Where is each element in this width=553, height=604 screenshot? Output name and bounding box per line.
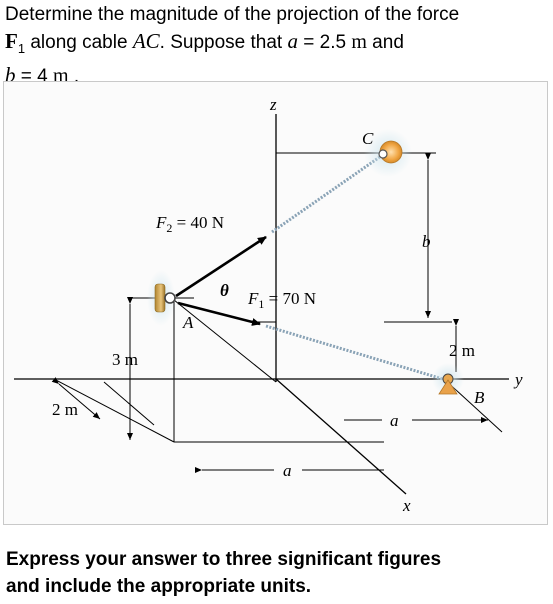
force-f2-label: F2 = 40 N — [155, 213, 224, 235]
answer-instructions: Express your answer to three significant… — [6, 546, 551, 600]
force-f1-label: F1 = 70 N — [247, 289, 316, 311]
instructions-line-2: and include the appropriate units. — [6, 576, 312, 597]
plate-a — [147, 270, 176, 326]
dimension-a-bottom: a — [195, 461, 384, 480]
and-text: and — [366, 32, 404, 53]
force-subscript: 1 — [17, 40, 26, 56]
force-diagram: b 3 m 2 m 2 m a a — [3, 81, 548, 525]
a-value: = 2.5 — [297, 32, 352, 53]
axis-z-label: z — [269, 95, 277, 114]
dimension-a-right: a — [344, 411, 488, 430]
cable-ac — [271, 152, 385, 234]
along-text: along cable — [25, 32, 133, 53]
cable-name: AC — [132, 29, 160, 53]
diagram-svg: b 3 m 2 m 2 m a a — [14, 95, 523, 515]
dimension-2m-left: 2 m — [51, 377, 101, 420]
problem-statement: Determine the magnitude of the projectio… — [5, 2, 550, 90]
end-text: . — [68, 65, 80, 87]
dimension-2m-right: 2 m — [449, 319, 475, 372]
dimension-3m: 3 m — [112, 297, 138, 440]
support-b — [432, 363, 464, 395]
axis-x-label: x — [402, 496, 411, 515]
b-symbol: b — [5, 62, 16, 87]
problem-line-1: Determine the magnitude of the projectio… — [5, 4, 460, 25]
x-axis — [275, 378, 407, 495]
force-f1-arrow — [177, 301, 261, 326]
problem-line-2: F1 along cable AC. Suppose that a = 2.5 … — [5, 28, 550, 62]
cable-ab — [265, 324, 447, 382]
dimension-b-label: b — [422, 232, 431, 251]
dimension-2m-right-label: 2 m — [449, 341, 475, 360]
instructions-line-1: Express your answer to three significant… — [6, 549, 442, 570]
a-symbol: a — [287, 29, 298, 53]
point-a-label: A — [182, 313, 194, 332]
dimension-2m-left-label: 2 m — [52, 400, 78, 419]
point-c-label: C — [362, 129, 374, 148]
point-b-label: B — [474, 388, 485, 407]
a-unit: m — [351, 31, 367, 53]
anchor-c — [364, 129, 412, 177]
theta-label: θ — [220, 281, 229, 300]
dimension-a-right-label: a — [390, 411, 399, 430]
suppose-text: . Suppose that — [159, 32, 288, 53]
axis-y-label: y — [513, 370, 523, 389]
dimension-b: b — [422, 153, 431, 318]
force-f2-arrow — [175, 235, 267, 298]
force-symbol: F — [5, 29, 18, 53]
dimension-3m-label: 3 m — [112, 350, 138, 369]
dimension-a-bottom-label: a — [283, 461, 292, 480]
